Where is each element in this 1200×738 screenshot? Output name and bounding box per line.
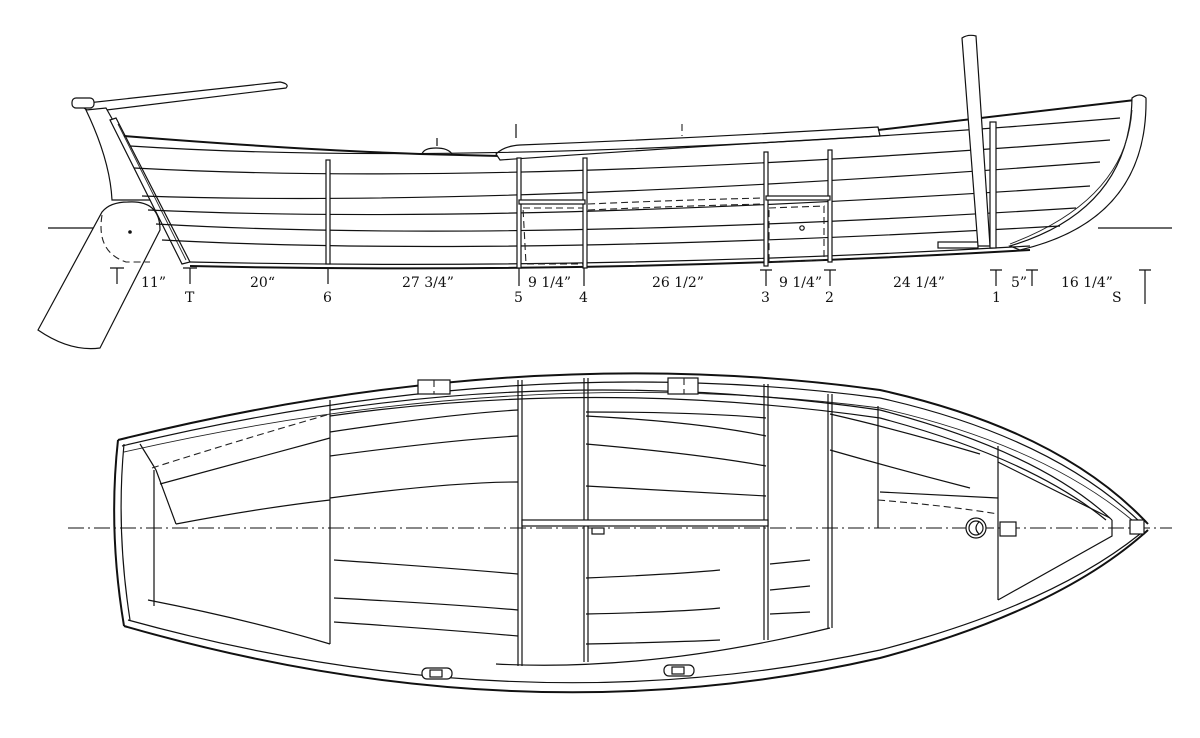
mast-partner (989, 121, 997, 249)
spacing-label: 26 1/2” (652, 275, 704, 291)
centerboard-case (521, 519, 769, 527)
buoyancy-box (768, 205, 825, 263)
rudder-pivot (128, 230, 132, 234)
oarlock-port-aft (421, 667, 453, 680)
station-label-S: S (1112, 290, 1122, 306)
stem-head (1129, 519, 1145, 535)
hatch-cap (421, 147, 453, 155)
station-label-2: 2 (825, 290, 834, 306)
station-label-1: 1 (992, 290, 1001, 306)
plan-planks (159, 409, 981, 645)
station-ticks (110, 267, 1151, 304)
spacing-label: 20“ (250, 275, 275, 291)
station-label-3: 3 (761, 290, 770, 306)
spacing-label: 9 1/4” (779, 275, 823, 291)
plan-frames (329, 378, 999, 666)
rudder-head (71, 97, 95, 109)
plan-view (68, 372, 1172, 694)
spacing-label: 11” (141, 275, 166, 291)
thwart-aft (518, 199, 586, 205)
spacing-label: 5” (1011, 275, 1028, 291)
hull-outline-port (117, 372, 1149, 525)
tiller (76, 81, 288, 113)
station-label-4: 4 (579, 290, 588, 306)
side-deck (495, 126, 881, 161)
hull-planks (129, 117, 1121, 248)
sheer-fwd (877, 99, 1136, 131)
stem (1008, 94, 1147, 251)
station-label-6: 6 (323, 290, 332, 306)
rudder-pivot-arc (100, 214, 150, 263)
oarlock-port-fwd (663, 664, 695, 677)
mast-step-plate (937, 241, 979, 249)
spacing-label: 9 1/4” (528, 275, 572, 291)
transom-plan (113, 439, 125, 627)
spacing-label: 16 1/4” (1061, 275, 1113, 291)
mast (961, 34, 991, 247)
keel (189, 249, 1031, 270)
spacing-label: 27 3/4” (402, 275, 454, 291)
station-label-5: 5 (514, 290, 523, 306)
profile-view (37, 34, 1172, 350)
station-label-T: T (185, 290, 195, 306)
thwart-fwd (765, 195, 831, 201)
centerboard-case-aft (522, 207, 584, 265)
spacing-label: 24 1/4” (893, 275, 945, 291)
frames (325, 149, 833, 269)
hull-outline-starboard (123, 529, 1149, 694)
